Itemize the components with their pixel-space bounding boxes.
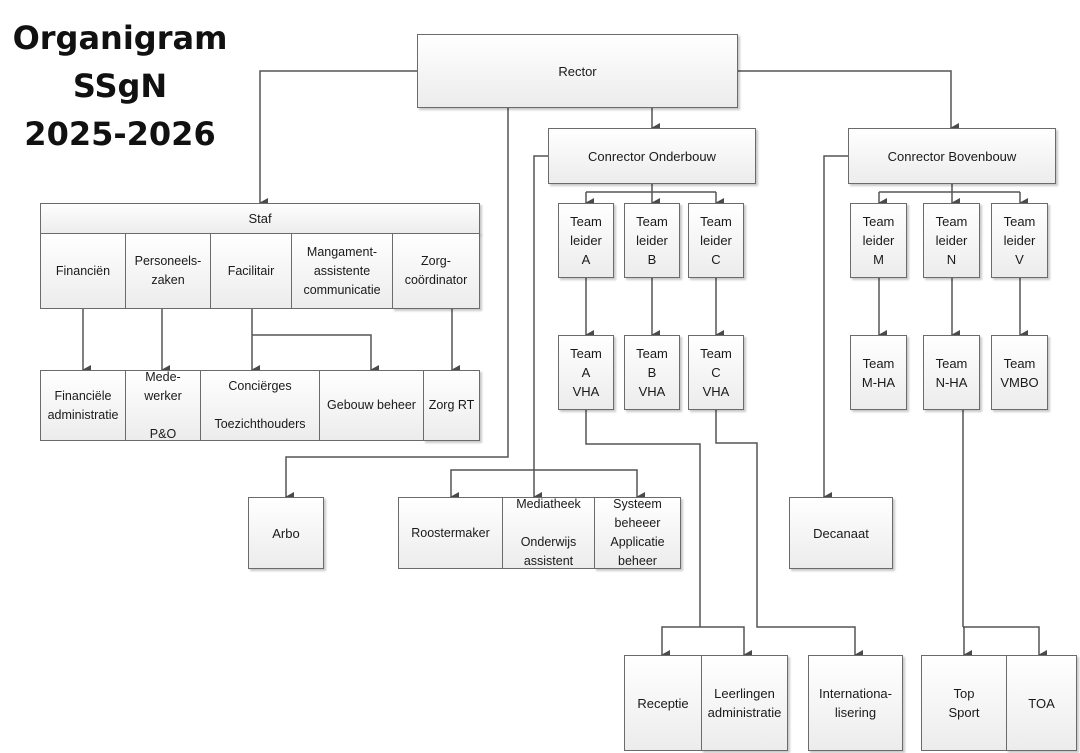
node-teamleider-v-label: Team leider V: [1003, 214, 1036, 267]
node-teamleider-m: Team leider M: [850, 203, 907, 278]
node-teamleider-c-label: Team leider C: [700, 214, 732, 267]
node-zorgcoordinator-label: Zorg- coördinator: [404, 254, 468, 287]
node-gebouw-beheer-label: Gebouw beheer: [327, 398, 416, 412]
node-teamleider-a-label: Team leider A: [570, 214, 602, 267]
node-staf-label: Staf: [248, 211, 272, 226]
line-facilitair-gebouwbeheer: [252, 334, 379, 375]
node-systeembeheer-applicatiebeheer: Systeem beheeer Applicatie beheer: [594, 497, 681, 569]
node-receptie: Receptie: [624, 655, 702, 751]
node-leerlingen-administratie-label: Leerlingen administratie: [707, 686, 782, 720]
node-teamleider-v: Team leider V: [991, 203, 1048, 278]
node-staf: Staf: [40, 203, 480, 234]
node-teamleider-c: Team leider C: [688, 203, 744, 278]
node-internationalisering: Internationa- lisering: [808, 655, 903, 751]
node-conrector-bovenbouw: Conrector Bovenbouw: [848, 128, 1056, 184]
line-conrector-bovenbouw-decanaat: [823, 155, 848, 502]
node-mediatheek-onderwijsassistent-label: Mediatheek Onderwijs assistent: [516, 497, 581, 568]
node-top-sport-label: Top Sport: [948, 686, 980, 720]
line-team-n-branch-left: [963, 626, 972, 660]
node-medewerker-po: Mede- werker P&O: [125, 370, 201, 441]
line-co-bus: [586, 184, 716, 193]
node-conrector-bovenbouw-label: Conrector Bovenbouw: [887, 148, 1017, 164]
node-team-m-ha-label: Team M-HA: [861, 355, 896, 390]
node-conrector-onderbouw: Conrector Onderbouw: [548, 128, 756, 184]
title-line-2: SSgN: [72, 67, 168, 105]
node-leerlingen-administratie: Leerlingen administratie: [701, 655, 788, 751]
line-team-a-branch-left: [661, 626, 700, 660]
node-financien-label: Financiën: [55, 263, 111, 278]
node-team-m-ha: Team M-HA: [850, 335, 907, 410]
node-decanaat-label: Decanaat: [813, 525, 869, 541]
node-team-n-ha: Team N-HA: [923, 335, 980, 410]
node-roostermaker: Roostermaker: [398, 497, 503, 569]
node-team-a-vha-label: Team A VHA: [570, 346, 602, 399]
node-team-a-vha: Team A VHA: [558, 335, 614, 410]
node-mediatheek-onderwijsassistent: Mediatheek Onderwijs assistent: [502, 497, 595, 569]
node-personeelszaken: Personeels- zaken: [125, 233, 211, 309]
node-teamleider-n-label: Team leider N: [935, 214, 968, 267]
chart-title: Organigram SSgN 2025-2026: [0, 14, 240, 158]
node-financien: Financiën: [40, 233, 126, 309]
node-teamleider-b: Team leider B: [624, 203, 680, 278]
node-facilitair: Facilitair: [210, 233, 292, 309]
node-team-c-vha-label: Team C VHA: [700, 346, 732, 399]
node-gebouw-beheer: Gebouw beheer: [319, 370, 424, 441]
node-team-vmbo: Team VMBO: [991, 335, 1048, 410]
node-managementassistente-label: Mangament- assistente communicatie: [303, 244, 381, 297]
node-team-b-vha: Team B VHA: [624, 335, 680, 410]
node-toa: TOA: [1006, 655, 1077, 751]
title-line-1: Organigram: [12, 19, 228, 57]
line-team-n-branch-right: [963, 626, 1047, 660]
node-roostermaker-label: Roostermaker: [411, 525, 490, 540]
node-teamleider-b-label: Team leider B: [636, 214, 668, 267]
node-receptie-label: Receptie: [637, 695, 689, 711]
node-personeelszaken-label: Personeels- zaken: [134, 254, 202, 287]
node-facilitair-label: Facilitair: [227, 263, 275, 278]
node-team-vmbo-label: Team VMBO: [1000, 355, 1039, 390]
node-rector: Rector: [417, 34, 738, 108]
node-teamleider-n: Team leider N: [923, 203, 980, 278]
line-conrector-onderbouw-support: [533, 155, 548, 502]
node-systeembeheer-applicatiebeheer-label: Systeem beheeer Applicatie beheer: [610, 497, 665, 568]
line-rector-conrector-bovenbouw: [738, 70, 959, 133]
line-support-branch-left: [450, 469, 534, 502]
node-zorg-rt-label: Zorg RT: [428, 398, 475, 412]
node-arbo: Arbo: [248, 497, 324, 569]
node-financiele-administratie: Financiële administratie: [40, 370, 126, 441]
node-team-n-ha-label: Team N-HA: [935, 355, 968, 390]
node-concierges-toezichthouders: Conciërges Toezichthouders: [200, 370, 320, 441]
node-arbo-label: Arbo: [272, 525, 300, 541]
line-rector-staf: [259, 70, 417, 208]
title-line-3: 2025-2026: [24, 115, 216, 153]
node-zorg-rt: Zorg RT: [423, 370, 480, 441]
node-team-c-vha: Team C VHA: [688, 335, 744, 410]
node-decanaat: Decanaat: [789, 497, 893, 569]
node-zorgcoordinator: Zorg- coördinator: [392, 233, 480, 309]
node-rector-label: Rector: [558, 63, 597, 79]
node-concierges-toezichthouders-label: Conciërges Toezichthouders: [214, 379, 306, 431]
line-team-a-branch-right: [700, 626, 752, 660]
node-team-b-vha-label: Team B VHA: [636, 346, 668, 399]
node-top-sport: Top Sport: [921, 655, 1007, 751]
node-internationalisering-label: Internationa- lisering: [819, 686, 892, 720]
node-toa-label: TOA: [1028, 695, 1055, 711]
line-cb-bus: [879, 184, 1020, 193]
node-conrector-onderbouw-label: Conrector Onderbouw: [588, 148, 716, 164]
node-financiele-administratie-label: Financiële administratie: [47, 388, 119, 422]
node-teamleider-m-label: Team leider M: [862, 214, 895, 267]
node-teamleider-a: Team leider A: [558, 203, 614, 278]
node-medewerker-po-label: Mede- werker P&O: [144, 369, 182, 441]
line-support-branch-right: [534, 469, 645, 502]
node-managementassistente: Mangament- assistente communicatie: [291, 233, 393, 309]
